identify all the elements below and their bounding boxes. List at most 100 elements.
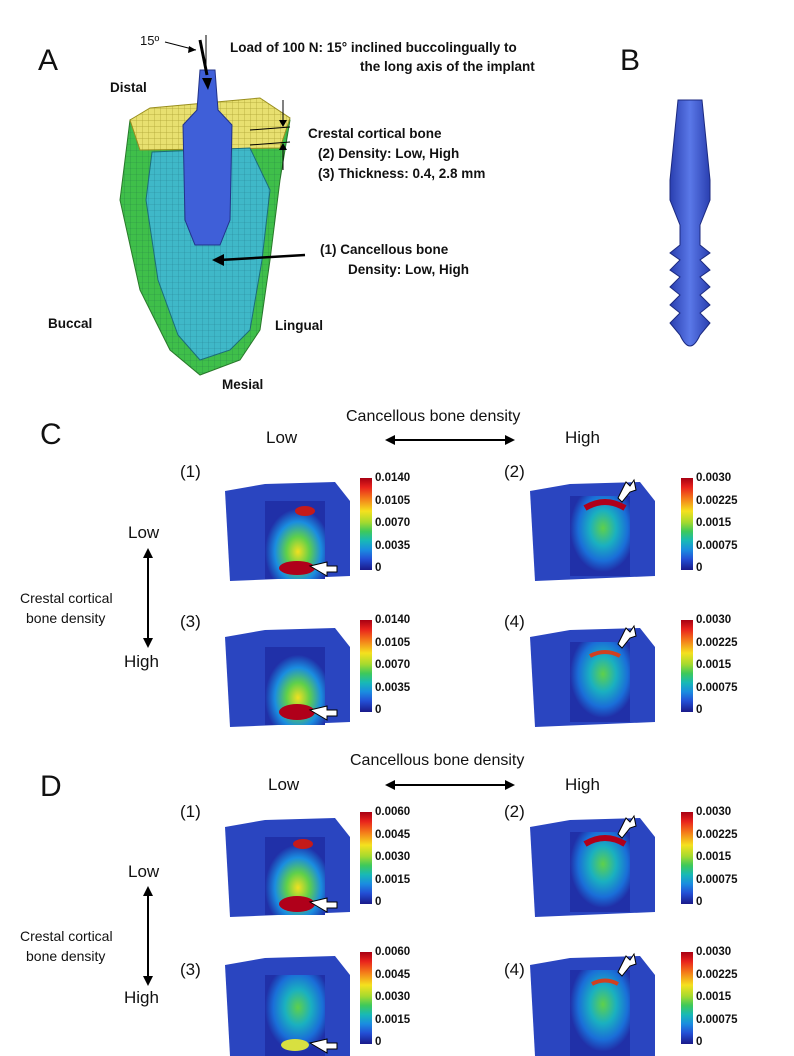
c-cell3-tick-1: 0.0105 <box>375 636 411 649</box>
d-cell3-tick-3: 0.0015 <box>375 1013 411 1026</box>
c-cell1-tick-3: 0.0035 <box>375 539 411 552</box>
d-cell2-colorbar <box>681 812 693 904</box>
c-cell2-colorbar <box>681 478 693 570</box>
d-cell1-tick-3: 0.0015 <box>375 873 411 886</box>
cortical-density: (2) Density: Low, High <box>318 146 460 161</box>
c-cell2-tick-0: 0.0030 <box>696 472 732 484</box>
c-cancellous-header: Cancellous bone density <box>346 408 521 425</box>
load-description-line2: the long axis of the implant <box>360 59 535 74</box>
bone-block-model-figure <box>119 35 306 376</box>
d-cell3-tick-2: 0.0030 <box>375 991 411 1003</box>
implant-shape <box>182 69 233 246</box>
cancellous-title: (1) Cancellous bone <box>320 242 449 257</box>
d-cell2-tick-0: 0.0030 <box>696 806 732 818</box>
d-cell2-stress-image <box>530 814 655 917</box>
d-row-high: High <box>124 988 159 1007</box>
c-row-low: Low <box>128 523 160 542</box>
d-cell2-num: (2) <box>504 802 525 821</box>
panel-d-letter: D <box>40 770 62 803</box>
c-cell1-stress-image <box>225 482 350 581</box>
d-cell2-tick-4: 0 <box>696 896 703 908</box>
c-cell4-tick-2: 0.0015 <box>696 659 732 671</box>
c-cell4-tick-0: 0.0030 <box>696 614 732 626</box>
c-cell3-colorbar <box>360 620 372 712</box>
d-cell1-tick-0: 0.0060 <box>375 806 411 818</box>
d-cell3-tick-0: 0.0060 <box>375 946 411 958</box>
c-cell2-num: (2) <box>504 462 525 481</box>
c-cell3-tick-2: 0.0070 <box>375 659 411 671</box>
implant-model-figure <box>669 99 711 347</box>
c-row-high: High <box>124 652 159 671</box>
c-cell3-tick-4: 0 <box>375 704 382 716</box>
d-cell2-tick-3: 0.00075 <box>696 873 738 886</box>
c-cell2-tick-4: 0 <box>696 562 703 574</box>
d-cell1-stress-image <box>225 818 350 917</box>
d-cell4-tick-0: 0.0030 <box>696 946 732 958</box>
d-col-low: Low <box>268 775 300 794</box>
c-cell3-tick-0: 0.0140 <box>375 614 411 626</box>
c-cell1-num: (1) <box>180 462 201 481</box>
d-cell1-tick-2: 0.0030 <box>375 851 411 863</box>
d-cell4-tick-4: 0 <box>696 1036 703 1048</box>
cortical-thickness: (3) Thickness: 0.4, 2.8 mm <box>318 166 486 181</box>
d-cell3-stress-image <box>225 956 350 1056</box>
mesial-label: Mesial <box>222 377 264 392</box>
d-cell4-stress-image <box>530 952 655 1056</box>
d-row-low: Low <box>128 862 160 881</box>
c-col-high: High <box>565 428 600 447</box>
c-cell4-tick-3: 0.00075 <box>696 681 738 694</box>
cancellous-density: Density: Low, High <box>348 262 469 277</box>
c-cell2-stress-image <box>530 478 655 581</box>
d-cell1-tick-1: 0.0045 <box>375 828 411 841</box>
d-cell3-colorbar <box>360 952 372 1044</box>
c-cell4-colorbar <box>681 620 693 712</box>
c-cell4-stress-image <box>530 624 655 727</box>
d-col-high: High <box>565 775 600 794</box>
c-cortical-arrow <box>143 548 153 648</box>
c-cell1-tick-2: 0.0070 <box>375 517 411 529</box>
d-cancellous-header: Cancellous bone density <box>350 752 525 769</box>
c-cell1-tick-0: 0.0140 <box>375 472 411 484</box>
buccal-label: Buccal <box>48 316 93 331</box>
c-cell1-colorbar <box>360 478 372 570</box>
d-cell3-num: (3) <box>180 960 201 979</box>
c-cell4-tick-1: 0.00225 <box>696 636 738 649</box>
d-cell1-tick-4: 0 <box>375 896 382 908</box>
panel-a-letter: A <box>38 44 59 77</box>
c-cell2-tick-1: 0.00225 <box>696 494 738 507</box>
d-cell1-num: (1) <box>180 802 201 821</box>
d-cell4-tick-3: 0.00075 <box>696 1013 738 1026</box>
load-angle-label: 15º <box>140 33 160 48</box>
c-cell2-tick-3: 0.00075 <box>696 539 738 552</box>
c-cell4-num: (4) <box>504 612 525 631</box>
d-cell4-tick-1: 0.00225 <box>696 968 738 981</box>
d-cell3-tick-4: 0 <box>375 1036 382 1048</box>
d-cell2-tick-1: 0.00225 <box>696 828 738 841</box>
c-cell2-tick-2: 0.0015 <box>696 517 732 529</box>
distal-label: Distal <box>110 80 147 95</box>
c-cancellous-arrow <box>385 435 515 445</box>
d-cancellous-arrow <box>385 780 515 790</box>
d-row-axis-line1: Crestal cortical <box>20 928 113 944</box>
panel-b-letter: B <box>620 44 641 77</box>
lingual-label: Lingual <box>275 318 323 333</box>
c-cell3-stress-image <box>225 628 350 727</box>
c-cell3-tick-3: 0.0035 <box>375 681 411 694</box>
c-cell3-num: (3) <box>180 612 201 631</box>
c-row-axis-line2: bone density <box>26 610 106 626</box>
c-cell1-tick-1: 0.0105 <box>375 494 411 507</box>
d-cell4-num: (4) <box>504 960 525 979</box>
c-col-low: Low <box>266 428 298 447</box>
d-cell2-tick-2: 0.0015 <box>696 851 732 863</box>
c-cell1-tick-4: 0 <box>375 562 382 574</box>
d-cell4-colorbar <box>681 952 693 1044</box>
d-row-axis-line2: bone density <box>26 948 106 964</box>
cortical-title: Crestal cortical bone <box>308 126 442 141</box>
d-cell4-tick-2: 0.0015 <box>696 991 732 1003</box>
c-cell4-tick-4: 0 <box>696 704 703 716</box>
load-description-line1: Load of 100 N: 15° inclined buccolingual… <box>230 40 517 55</box>
c-row-axis-line1: Crestal cortical <box>20 590 113 606</box>
panel-c-letter: C <box>40 418 62 451</box>
d-cell1-colorbar <box>360 812 372 904</box>
d-cortical-arrow <box>143 886 153 986</box>
